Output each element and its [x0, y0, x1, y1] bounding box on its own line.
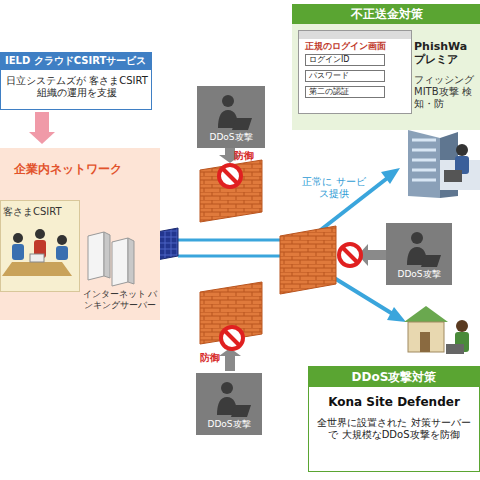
input-field: ログインID [305, 54, 385, 66]
flow-arrow [29, 112, 55, 144]
csirt-box: 客さまCSIRT [0, 200, 80, 292]
node-heading: 客さまCSIRT [3, 206, 79, 218]
csirt-team [2, 229, 72, 276]
attacker-icon [217, 95, 441, 417]
server-node: インターネット バンキングサーバー [82, 225, 158, 315]
node-heading: DDoS攻撃 [196, 419, 262, 430]
node-heading: ログインID [309, 55, 383, 65]
building [408, 130, 480, 198]
node-text: 日立システムズが 客さまCSIRT組織の運用を支援 [5, 75, 149, 99]
attack-box: DDoS攻撃 [196, 373, 262, 435]
countermeasure-box: 不正送金対策PhishWa プレミアフィッシング MITB攻撃 検知・防正規のロ… [292, 4, 480, 130]
input-field: 第二の認証 [305, 86, 385, 98]
service-box: IELD クラウドCSIRTサービス日立システムズが 客さまCSIRT組織の運用… [0, 52, 152, 110]
attack-box: DDoS攻撃 [197, 86, 265, 148]
annotation: 防御 [234, 150, 274, 162]
annotation: 防御 [200, 352, 230, 364]
node-heading: DDoS攻撃 [197, 132, 265, 143]
attack-box: DDoS攻撃 [386, 223, 452, 285]
annotation: 正常に サービス提供 [302, 176, 366, 200]
node-heading: 不正送金対策 [292, 7, 480, 21]
login-window: 正規のログイン画面ログインID パスワード第二の認証 [298, 30, 412, 114]
node-heading: 正規のログイン画面 [305, 41, 409, 52]
firewall [200, 160, 262, 222]
node-heading: パスワード [309, 71, 383, 81]
node-heading: DDoS攻撃 [386, 269, 452, 280]
network-area: 企業内ネットワーク客さまCSIRT インターネット バンキングサーバー [0, 148, 160, 320]
node-heading: IELD クラウドCSIRTサービス [5, 55, 149, 67]
node-heading: DDoS攻撃対策 [309, 370, 479, 384]
node-text: PhishWa プレミア [414, 40, 480, 66]
node-heading: インターネット バンキングサーバー [82, 289, 158, 311]
node-text: フィッシング MITB攻撃 検知・防 [414, 74, 480, 110]
server [88, 232, 134, 286]
firewall [280, 226, 336, 294]
node-heading: 企業内ネットワーク [14, 162, 154, 176]
node-text: Kona Site Defender [309, 395, 479, 409]
countermeasure-box: DDoS攻撃対策 Kona Site Defender 全世界に設置された 対策サー… [308, 366, 480, 472]
input-field: パスワード [305, 70, 385, 82]
node-text: 全世界に設置された 対策サーバーで 大規模なDDoS攻撃を防御 [317, 417, 471, 441]
house [404, 306, 469, 354]
node-heading: 第二の認証 [309, 87, 383, 97]
